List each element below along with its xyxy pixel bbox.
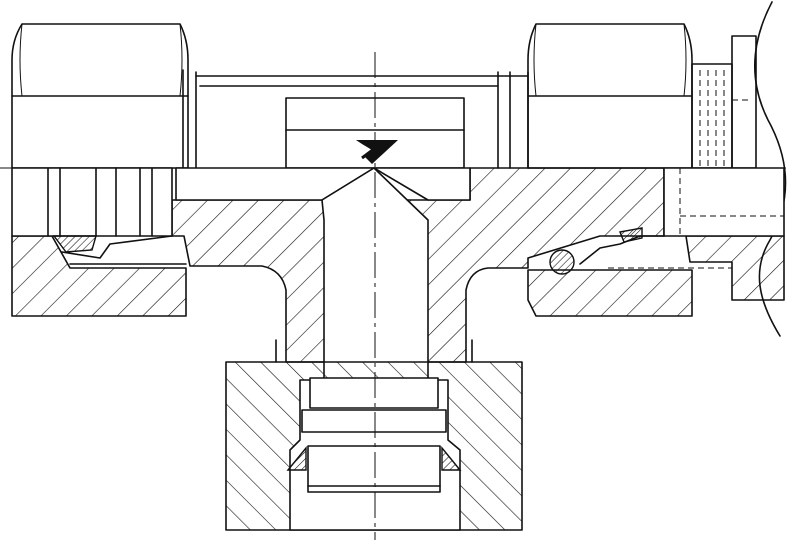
right-threaded-stud — [691, 35, 757, 169]
left-nut-upper — [11, 23, 197, 169]
marking-symbol — [356, 140, 398, 164]
body-upper — [195, 71, 529, 169]
right-nut-upper — [527, 23, 693, 169]
bottom-nut-section — [225, 339, 523, 531]
left-nut-section — [11, 167, 187, 317]
right-nut-section — [527, 167, 785, 317]
